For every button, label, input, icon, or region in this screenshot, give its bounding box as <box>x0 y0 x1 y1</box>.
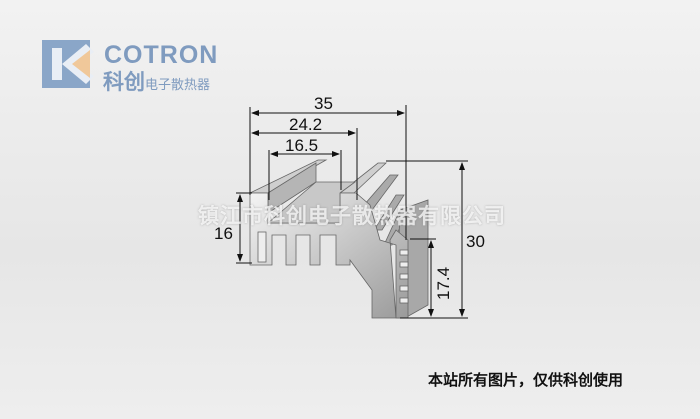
brand-sub-big: 科创 <box>103 71 145 94</box>
dim-left-height: 16 <box>214 224 233 243</box>
dim-overall-width: 35 <box>314 94 333 113</box>
dimension-lines <box>236 105 468 319</box>
heatsink-profile <box>249 159 429 319</box>
brand-name: COTRON <box>104 41 219 69</box>
dim-right-height: 17.4 <box>434 267 453 300</box>
dim-total-height: 30 <box>466 232 485 251</box>
watermark: 镇江市科创电子散热器有限公司 <box>198 205 506 228</box>
logo-icon <box>42 40 98 93</box>
brand-sub-small: 电子散热器 <box>145 77 211 92</box>
dim-mid-width: 24.2 <box>289 115 322 134</box>
dim-channel-width: 16.5 <box>285 136 318 155</box>
caption: 本站所有图片，仅供科创使用 <box>428 372 624 389</box>
brand-subtitle: 科创电子散热器 <box>103 66 210 96</box>
